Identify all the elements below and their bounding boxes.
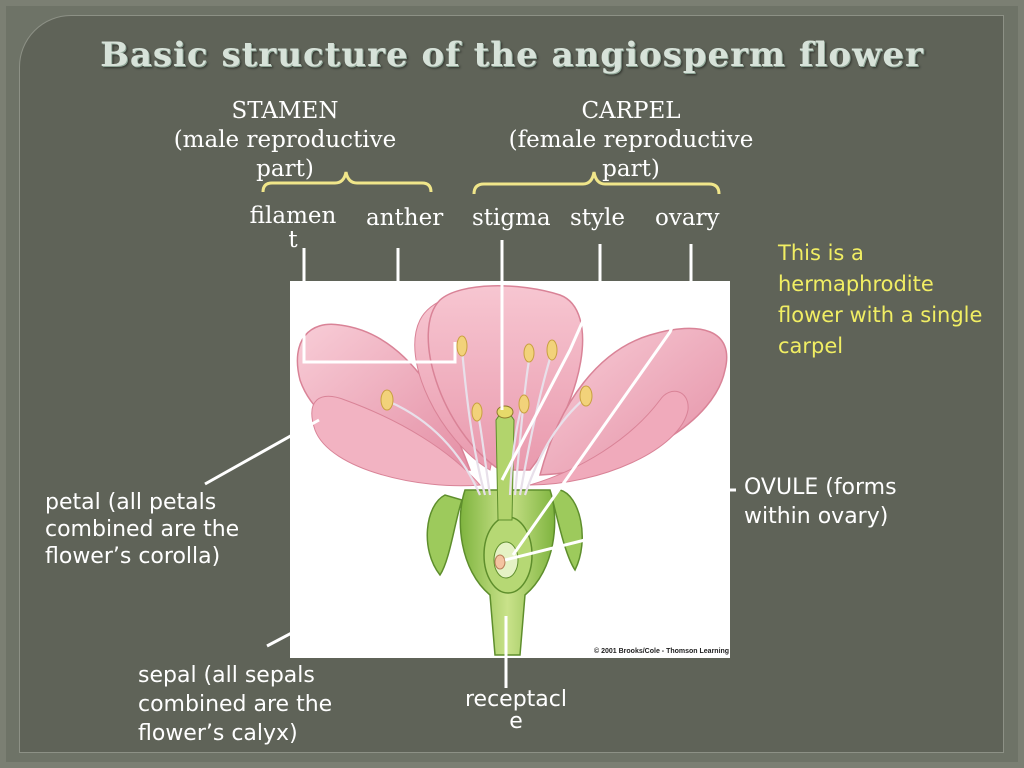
sepal-leader xyxy=(266,616,321,648)
stamen-heading: STAMEN xyxy=(231,98,339,124)
sepal-line1: sepal (all sepals xyxy=(138,663,315,688)
stamen-desc-line1: (male reproductive xyxy=(173,127,397,153)
petal-line3: flower’s corolla) xyxy=(45,544,221,569)
stamen-label: STAMEN (male reproductive part) xyxy=(150,97,420,184)
pistil-stigma xyxy=(496,405,514,419)
carpel-heading: CARPEL xyxy=(581,98,681,124)
carpel-desc-line1: (female reproductive xyxy=(508,127,754,153)
hermaphrodite-note: This is a hermaphrodite flower with a si… xyxy=(778,238,982,362)
right-sepal xyxy=(551,489,583,572)
receptacle-line1: receptacl xyxy=(464,687,567,712)
sepal-label: sepal (all sepals combined are the flowe… xyxy=(138,661,332,748)
center-petal xyxy=(427,285,584,471)
stigma-label: stigma xyxy=(472,205,551,231)
leader-lines xyxy=(204,240,736,688)
filament-leader xyxy=(302,248,457,364)
petal-line2: combined are the xyxy=(45,517,240,542)
note-line4: carpel xyxy=(778,334,844,358)
filament-label: filamen t xyxy=(240,204,346,252)
receptacle-label: receptacl e xyxy=(452,689,580,733)
stamen-anthers xyxy=(380,335,593,422)
receptacle-line2: e xyxy=(509,709,523,734)
ovule-pointer xyxy=(504,538,586,562)
carpel-desc-line2: part) xyxy=(602,156,660,182)
stamen-desc-line2: part) xyxy=(256,156,314,182)
ovule-line2: within ovary) xyxy=(744,504,889,529)
style-label: style xyxy=(570,205,626,231)
ovule xyxy=(494,554,506,570)
filament-label-line2: t xyxy=(288,227,298,253)
style-leader xyxy=(500,244,602,481)
petal-label: petal (all petals combined are the flowe… xyxy=(45,489,239,570)
stamen-bracket xyxy=(261,171,433,193)
left-sepal xyxy=(426,494,463,577)
sepal-line3: flower’s calyx) xyxy=(138,721,298,746)
filament-label-line1: filamen xyxy=(249,203,337,229)
petal-leader xyxy=(204,418,320,486)
front-left-petal xyxy=(311,395,482,487)
anther-label: anther xyxy=(366,205,444,231)
ovule-line1: OVULE (forms xyxy=(744,475,897,500)
petal-line1: petal (all petals xyxy=(45,490,217,515)
ovary-leader xyxy=(511,244,693,556)
slide-title: Basic structure of the angiosperm flower xyxy=(100,35,924,75)
carpel-label: CARPEL (female reproductive part) xyxy=(490,97,772,184)
note-line2: hermaphrodite xyxy=(778,272,934,296)
sepal-line2: combined are the xyxy=(138,692,333,717)
front-right-petal xyxy=(529,390,689,486)
image-credit: © 2001 Brooks/Cole - Thomson Learning xyxy=(594,648,730,655)
note-line3: flower with a single xyxy=(778,303,983,327)
ovary-label: ovary xyxy=(655,205,720,231)
carpel-bracket xyxy=(472,171,721,195)
note-line1: This is a xyxy=(778,241,864,265)
ovule-label: OVULE (forms within ovary) xyxy=(744,473,897,531)
